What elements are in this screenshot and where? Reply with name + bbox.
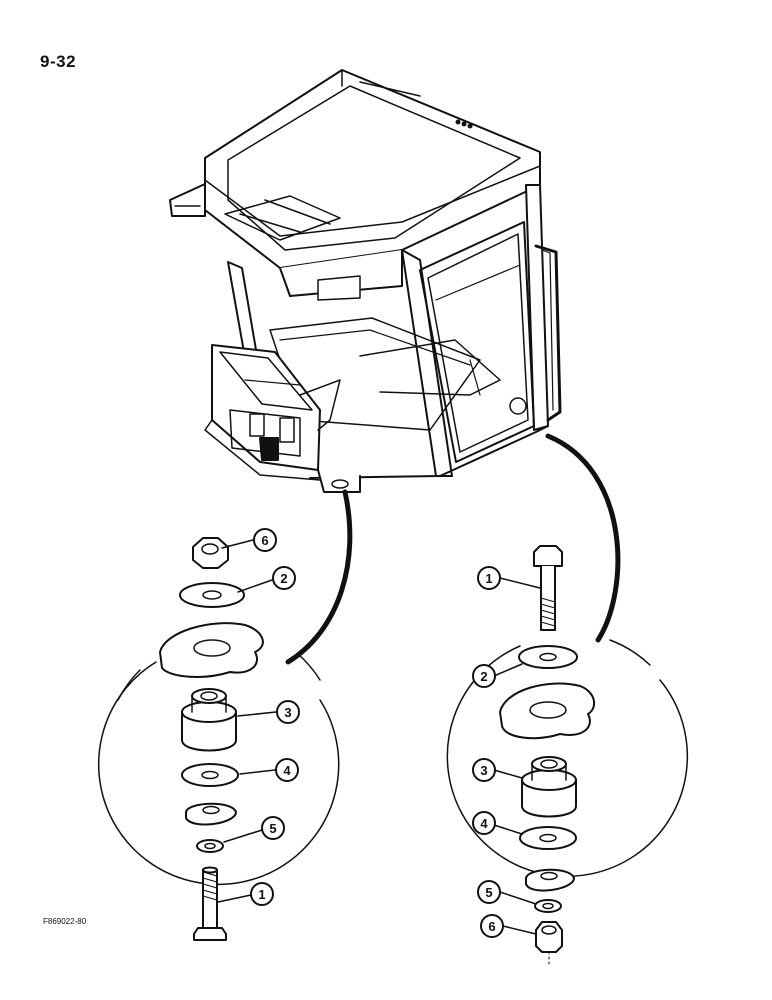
cab-roof-panel: [227, 85, 521, 251]
right-washer-top: [518, 645, 578, 669]
callout-number: 4: [480, 816, 488, 831]
cab-illustration: [169, 69, 562, 493]
cab-base: [309, 425, 549, 479]
left-bolt: [193, 866, 227, 941]
left-detail-circle: [97, 661, 340, 885]
right-lock-washer: [534, 899, 562, 913]
figure-code: F869022-80: [43, 917, 87, 926]
cab-right-post: [525, 184, 549, 431]
callout-number: 3: [284, 705, 291, 720]
callout-3-right: 3: [472, 758, 496, 782]
connector-arc-right: [545, 433, 621, 643]
callout-1-right: 1: [477, 566, 501, 590]
cab-door: [419, 221, 535, 463]
callout-leaders: [217, 539, 541, 935]
callout-3-left: 3: [276, 700, 300, 724]
callout-number: 3: [480, 763, 487, 778]
left-washer-top: [179, 582, 245, 608]
callout-4-left: 4: [275, 758, 299, 782]
right-washer-mid: [519, 826, 577, 850]
callout-5-left: 5: [261, 816, 285, 840]
left-washer-mid: [181, 763, 239, 787]
callout-4-right: 4: [472, 811, 496, 835]
callout-number: 6: [488, 919, 495, 934]
page-number: 9-32: [40, 52, 77, 71]
connector-arc-left: [285, 489, 353, 665]
left-lock-washer: [196, 839, 224, 853]
left-rubber-pad: [159, 622, 264, 678]
callout-6-left: 6: [253, 528, 277, 552]
callout-number: 4: [283, 763, 291, 778]
cab-grab-handle: [534, 244, 562, 422]
right-bolt: [533, 545, 563, 631]
callout-1-left: 1: [250, 882, 274, 906]
right-rubber-pad: [499, 682, 596, 740]
callout-number: 2: [280, 571, 287, 586]
right-small-pad: [525, 868, 575, 892]
callout-number: 5: [485, 885, 492, 900]
callout-number: 6: [261, 533, 268, 548]
callout-2-left: 2: [272, 566, 296, 590]
cab-roof: [204, 69, 541, 269]
callout-number: 1: [485, 571, 492, 586]
right-nut: [535, 921, 563, 965]
right-isolator: [521, 756, 577, 818]
callout-6-right: 6: [480, 914, 504, 938]
callout-number: 5: [269, 821, 276, 836]
callout-number: 1: [258, 887, 265, 902]
left-small-pad: [185, 802, 237, 826]
callout-number: 2: [480, 669, 487, 684]
callout-2-right: 2: [472, 664, 496, 688]
left-nut: [192, 537, 229, 569]
left-isolator: [181, 688, 237, 752]
cab-front-post: [401, 249, 453, 477]
callout-5-right: 5: [477, 880, 501, 904]
